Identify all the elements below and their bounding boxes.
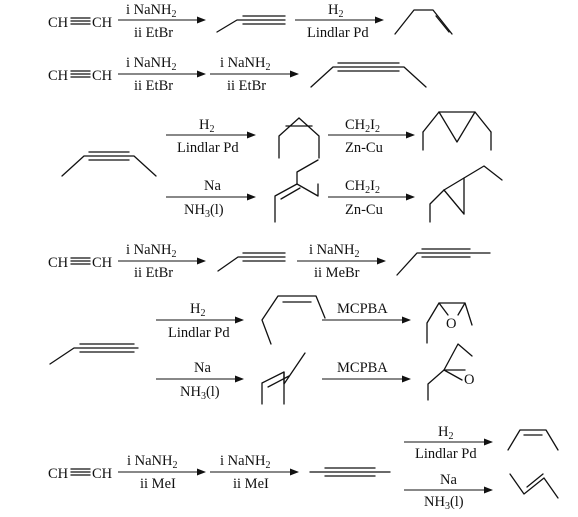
reaction-arrow: Na NH3(l) bbox=[166, 178, 256, 220]
reagent-bottom: Lindlar Pd bbox=[307, 25, 369, 41]
butene-molecule bbox=[394, 9, 453, 35]
cis-butene-2-molecule bbox=[507, 429, 559, 451]
row-1: CH CH i NaNH2 ii EtBr H2 Lindlar Pd bbox=[48, 2, 453, 41]
cis-hexene-molecule bbox=[278, 117, 320, 159]
svg-text:NH3(l): NH3(l) bbox=[424, 494, 464, 512]
svg-text:CH: CH bbox=[48, 68, 69, 84]
svg-text:i NaNH2: i NaNH2 bbox=[126, 242, 177, 260]
svg-text:ii MeI: ii MeI bbox=[140, 476, 176, 492]
svg-text:CH: CH bbox=[48, 255, 69, 271]
ethyne-reactant: CH CH bbox=[48, 255, 113, 271]
svg-text:Zn-Cu: Zn-Cu bbox=[345, 202, 383, 218]
svg-text:Lindlar Pd: Lindlar Pd bbox=[177, 140, 239, 156]
row-6: H2 Lindlar Pd MCPBA O bbox=[156, 295, 473, 345]
hexyne-molecule bbox=[310, 62, 427, 88]
reaction-arrow: MCPBA bbox=[322, 360, 411, 383]
cis-cyclopropane-molecule bbox=[422, 111, 492, 151]
row-5: CH CH i NaNH2 ii EtBr i NaNH2 ii MeBr bbox=[48, 242, 491, 281]
row-4: Na NH3(l) CH2I2 Zn-Cu bbox=[166, 159, 503, 223]
reaction-arrow: CH2I2 Zn-Cu bbox=[328, 117, 415, 156]
reaction-arrow: H2 Lindlar Pd bbox=[166, 117, 256, 156]
svg-text:Lindlar Pd: Lindlar Pd bbox=[168, 325, 230, 341]
reaction-arrow: H2 Lindlar Pd bbox=[156, 301, 244, 341]
pentyne-molecule bbox=[396, 248, 491, 276]
svg-text:H2: H2 bbox=[190, 301, 205, 319]
svg-text:Zn-Cu: Zn-Cu bbox=[345, 140, 383, 156]
reaction-arrow: i NaNH2 ii MeI bbox=[210, 453, 299, 492]
ch-label-right: CH bbox=[92, 15, 113, 31]
pentyne-2-molecule bbox=[49, 343, 139, 365]
ethyne-reactant: CH CH bbox=[48, 466, 113, 482]
butyne-molecule bbox=[216, 15, 286, 33]
svg-text:Na: Na bbox=[204, 178, 221, 194]
svg-text:ii MeBr: ii MeBr bbox=[314, 265, 360, 281]
butyne-2-molecule bbox=[309, 467, 391, 477]
svg-text:ii MeI: ii MeI bbox=[233, 476, 269, 492]
cis-pentene-molecule bbox=[261, 295, 326, 345]
trans-hexene-molecule bbox=[274, 159, 319, 223]
reaction-arrow: MCPBA bbox=[322, 301, 411, 324]
epoxide-oxygen: O bbox=[464, 372, 474, 388]
svg-text:i NaNH2: i NaNH2 bbox=[220, 453, 271, 471]
reaction-arrow: Na NH3(l) bbox=[156, 360, 244, 402]
reaction-arrow: H2 Lindlar Pd bbox=[404, 424, 493, 462]
trans-epoxide-molecule: O bbox=[427, 343, 474, 401]
svg-text:CH: CH bbox=[48, 466, 69, 482]
reaction-arrow: H2 Lindlar Pd bbox=[295, 2, 384, 41]
row-8: CH CH i NaNH2 ii MeI i NaNH2 ii MeI H2 L… bbox=[48, 424, 559, 512]
svg-text:ii EtBr: ii EtBr bbox=[134, 265, 173, 281]
trans-pentene-molecule bbox=[261, 352, 306, 405]
svg-text:i NaNH2: i NaNH2 bbox=[309, 242, 360, 260]
trans-butene-2-molecule bbox=[509, 473, 559, 499]
reaction-arrow: Na NH3(l) bbox=[404, 472, 493, 512]
row-3: H2 Lindlar Pd CH2I2 Zn-Cu bbox=[166, 111, 492, 159]
svg-text:CH2I2: CH2I2 bbox=[345, 178, 380, 196]
reaction-arrow: i NaNH2 ii MeBr bbox=[297, 242, 386, 281]
svg-text:CH: CH bbox=[92, 255, 113, 271]
ethyne-reactant: CH CH bbox=[48, 15, 113, 31]
trans-cyclopropane-molecule bbox=[429, 165, 503, 223]
row-2: CH CH i NaNH2 ii EtBr i NaNH2 ii EtBr bbox=[48, 55, 427, 94]
svg-text:NH3(l): NH3(l) bbox=[184, 202, 224, 220]
svg-text:i NaNH2: i NaNH2 bbox=[126, 55, 177, 73]
svg-text:i NaNH2: i NaNH2 bbox=[220, 55, 271, 73]
svg-text:ii EtBr: ii EtBr bbox=[227, 78, 266, 94]
svg-text:i NaNH2: i NaNH2 bbox=[127, 453, 178, 471]
reagent-top: H2 bbox=[328, 2, 343, 20]
reagent-top: i NaNH2 bbox=[126, 2, 177, 20]
svg-text:Na: Na bbox=[440, 472, 457, 488]
ch-label-left: CH bbox=[48, 15, 69, 31]
butyne-molecule bbox=[217, 252, 286, 272]
svg-text:ii EtBr: ii EtBr bbox=[134, 78, 173, 94]
reaction-arrow: CH2I2 Zn-Cu bbox=[328, 178, 415, 218]
reaction-arrow: i NaNH2 ii EtBr bbox=[118, 2, 206, 41]
ethyne-reactant: CH CH bbox=[48, 68, 113, 84]
epoxide-oxygen: O bbox=[446, 316, 456, 332]
svg-text:MCPBA: MCPBA bbox=[337, 301, 388, 317]
reaction-arrow: i NaNH2 ii EtBr bbox=[118, 242, 206, 281]
reagent-bottom: ii EtBr bbox=[134, 25, 173, 41]
svg-text:NH3(l): NH3(l) bbox=[180, 384, 220, 402]
reaction-arrow: i NaNH2 ii EtBr bbox=[210, 55, 299, 94]
hexyne-3-molecule bbox=[61, 151, 157, 177]
svg-text:MCPBA: MCPBA bbox=[337, 360, 388, 376]
cis-epoxide-molecule: O bbox=[426, 302, 473, 344]
svg-text:H2: H2 bbox=[438, 424, 453, 442]
svg-text:CH: CH bbox=[92, 68, 113, 84]
svg-text:CH2I2: CH2I2 bbox=[345, 117, 380, 135]
svg-text:H2: H2 bbox=[199, 117, 214, 135]
svg-text:CH: CH bbox=[92, 466, 113, 482]
row-7: Na NH3(l) MCPBA O bbox=[156, 343, 474, 405]
svg-text:Lindlar Pd: Lindlar Pd bbox=[415, 446, 477, 462]
svg-text:Na: Na bbox=[194, 360, 211, 376]
reaction-arrow: i NaNH2 ii MeI bbox=[118, 453, 206, 492]
reaction-arrow: i NaNH2 ii EtBr bbox=[118, 55, 206, 94]
